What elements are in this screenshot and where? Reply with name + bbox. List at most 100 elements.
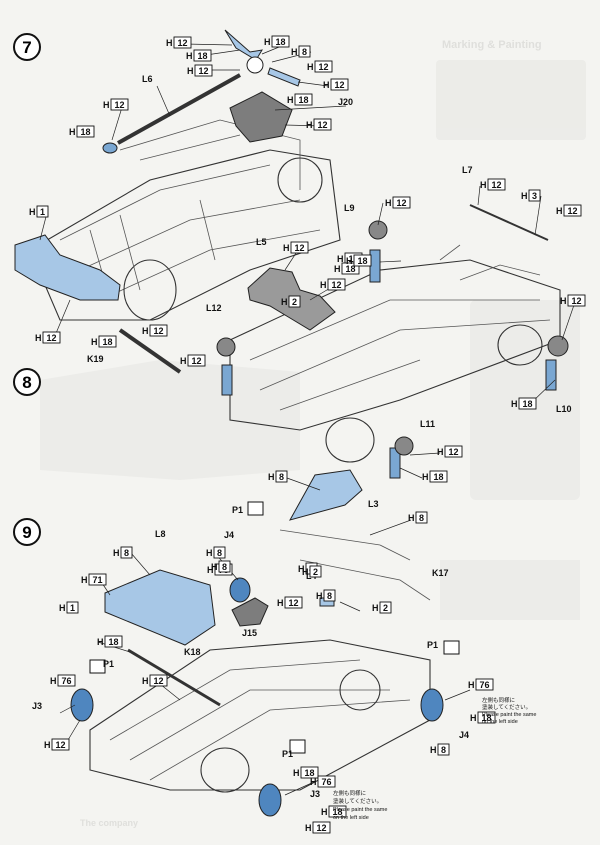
svg-text:12: 12 <box>198 66 208 76</box>
leader-line <box>444 689 471 701</box>
svg-text:12: 12 <box>318 62 328 72</box>
svg-text:H: H <box>385 198 392 208</box>
svg-text:12: 12 <box>316 823 326 833</box>
part-label-l12: L12 <box>206 303 222 313</box>
svg-text:12: 12 <box>55 740 65 750</box>
svg-text:12: 12 <box>294 243 304 253</box>
svg-text:H: H <box>316 591 323 601</box>
part-label-l10: L10 <box>556 404 572 414</box>
svg-text:76: 76 <box>61 676 71 686</box>
svg-text:1: 1 <box>70 603 75 613</box>
svg-text:Please paint the same: Please paint the same <box>333 807 387 813</box>
svg-text:on the left side: on the left side <box>333 815 369 821</box>
svg-text:18: 18 <box>102 337 112 347</box>
svg-text:18: 18 <box>345 264 355 274</box>
svg-text:12: 12 <box>153 676 163 686</box>
svg-text:H: H <box>306 120 313 130</box>
svg-text:H: H <box>468 680 475 690</box>
svg-text:8: 8 <box>217 548 222 558</box>
leader-line <box>339 601 361 612</box>
svg-text:H: H <box>264 37 271 47</box>
svg-text:H: H <box>91 337 98 347</box>
part-label-l6: L6 <box>142 74 153 84</box>
svg-text:2: 2 <box>292 297 297 307</box>
svg-text:H: H <box>293 768 300 778</box>
svg-text:12: 12 <box>191 356 201 366</box>
part-label-p1: P1 <box>103 659 114 669</box>
leader-line <box>399 467 423 479</box>
part-label-p1: P1 <box>232 505 243 515</box>
svg-text:H: H <box>81 575 88 585</box>
svg-text:12: 12 <box>396 198 406 208</box>
svg-text:H: H <box>211 562 218 572</box>
svg-text:H: H <box>334 264 341 274</box>
bg-company: The company <box>80 818 138 828</box>
svg-text:H: H <box>556 206 563 216</box>
paint-note-bottom: 左側も同様に 塗装してください。 Please paint the same o… <box>333 789 387 821</box>
svg-text:H: H <box>298 564 305 574</box>
svg-text:2: 2 <box>383 603 388 613</box>
svg-text:左側も同様に: 左側も同様に <box>482 696 515 704</box>
paint-note-right: 左側も同様に 塗装してください。 Please paint the same o… <box>482 696 536 725</box>
leader-line <box>377 202 384 226</box>
part-label-l11: L11 <box>420 419 435 429</box>
part-label-j15: J15 <box>242 628 257 638</box>
svg-text:Please paint the same: Please paint the same <box>482 712 536 718</box>
svg-text:H: H <box>323 80 330 90</box>
svg-text:H: H <box>281 297 288 307</box>
part-label-j3: J3 <box>310 789 320 799</box>
svg-text:H: H <box>310 777 317 787</box>
part-label-l5: L5 <box>256 237 267 247</box>
callout-h71: H 71 <box>81 573 107 586</box>
svg-text:12: 12 <box>177 38 187 48</box>
svg-text:H: H <box>346 256 353 266</box>
svg-text:8: 8 <box>279 472 284 482</box>
part-label-j4: J4 <box>224 530 234 540</box>
part-label-j3: J3 <box>32 701 42 711</box>
leader-line <box>477 185 481 206</box>
svg-text:12: 12 <box>114 100 124 110</box>
svg-text:7: 7 <box>22 38 31 57</box>
svg-text:71: 71 <box>92 575 102 585</box>
callout-h18: H 18 <box>334 262 360 275</box>
svg-text:H: H <box>422 472 429 482</box>
svg-text:H: H <box>320 280 327 290</box>
svg-text:H: H <box>35 333 42 343</box>
leader-line <box>409 452 441 456</box>
svg-text:H: H <box>207 565 214 575</box>
leader-line <box>297 81 329 87</box>
front-bumper-part <box>14 234 121 301</box>
svg-text:12: 12 <box>288 598 298 608</box>
part-label-l3: L3 <box>368 499 379 509</box>
svg-text:8: 8 <box>327 591 332 601</box>
bg-heading: Marking & Painting <box>442 39 542 51</box>
svg-text:12: 12 <box>334 80 344 90</box>
callout-h18: H 18 <box>91 335 117 348</box>
step-8-marker: 8 <box>13 368 41 396</box>
svg-text:18: 18 <box>522 399 532 409</box>
part-label-k17: K17 <box>432 568 449 578</box>
svg-text:H: H <box>437 447 444 457</box>
